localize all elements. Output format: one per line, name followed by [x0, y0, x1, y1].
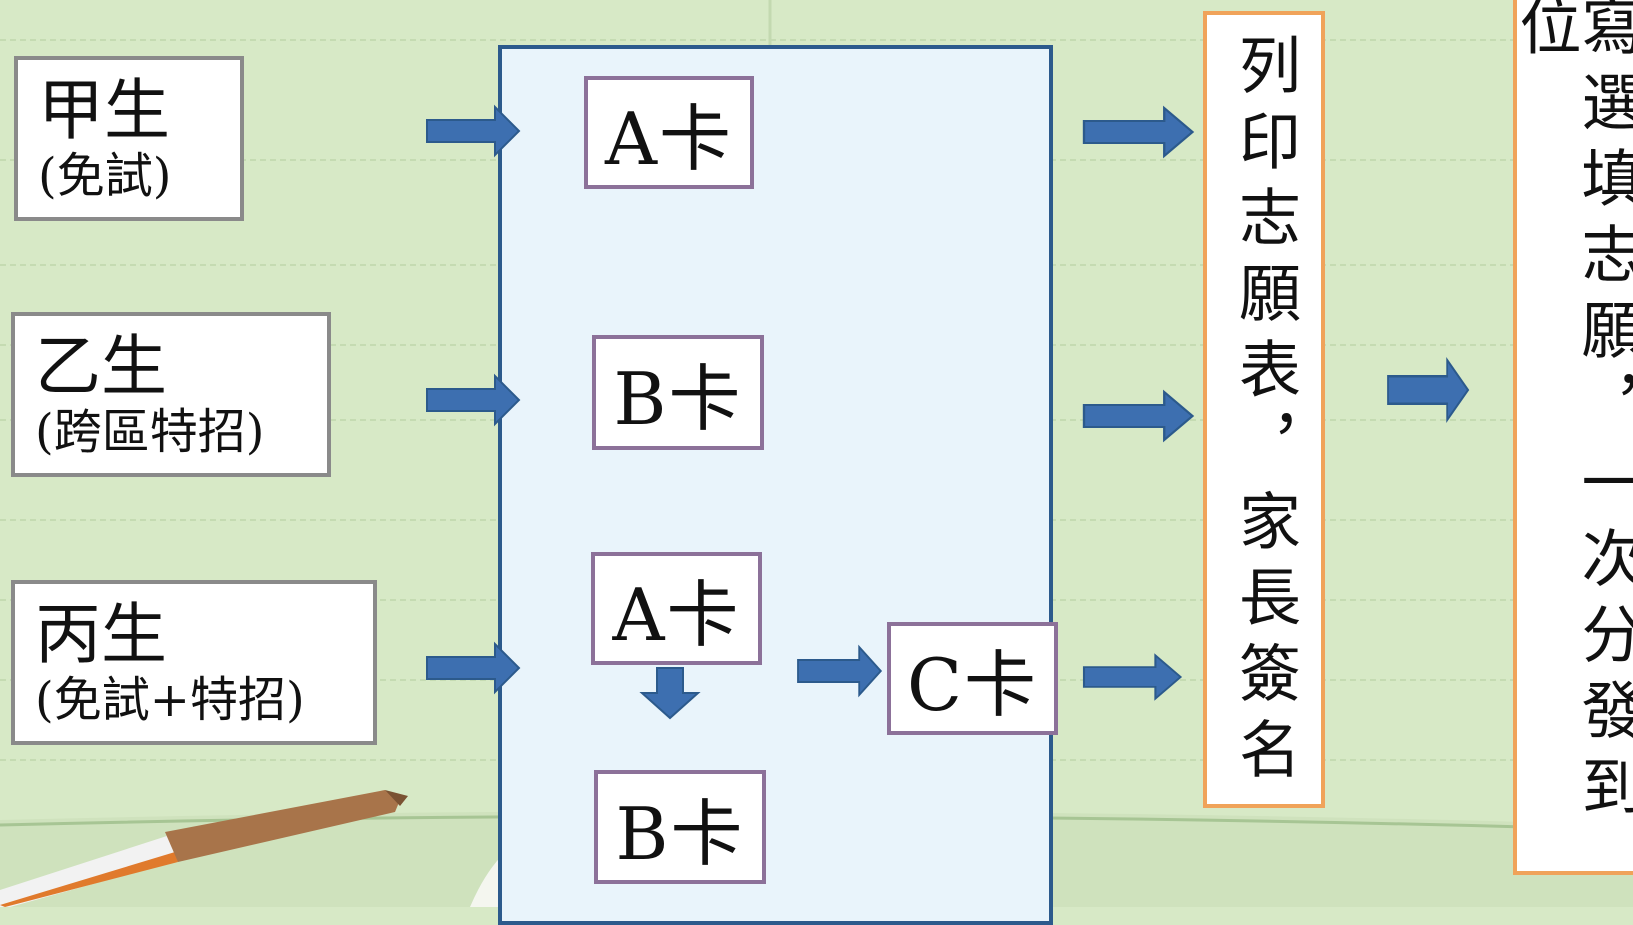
student-bing-label: 丙生	[35, 596, 167, 673]
student-jia-label: 甲生	[38, 72, 170, 149]
card-panel	[498, 45, 1053, 925]
card-b-1: B卡	[592, 335, 764, 450]
card-a-2: A卡	[591, 552, 762, 665]
student-bing-box: 丙生 (免試+特招)	[11, 580, 377, 745]
card-b-2: B卡	[594, 770, 766, 884]
print-signature-step: 列印志願表，家長簽名	[1203, 11, 1325, 808]
student-yi-box: 乙生 (跨區特招)	[11, 312, 331, 477]
student-yi-note: (跨區特招)	[35, 404, 265, 460]
fill-choices-step: 寫選填志願，一次分發到位	[1509, 0, 1633, 875]
card-c: C卡	[887, 622, 1058, 735]
student-bing-note: (免試+特招)	[35, 672, 305, 728]
student-yi-label: 乙生	[35, 328, 167, 405]
student-jia-box: 甲生 (免試)	[14, 56, 244, 221]
pen-icon	[0, 790, 408, 907]
student-jia-note: (免試)	[38, 148, 172, 204]
card-a-1: A卡	[584, 76, 754, 189]
